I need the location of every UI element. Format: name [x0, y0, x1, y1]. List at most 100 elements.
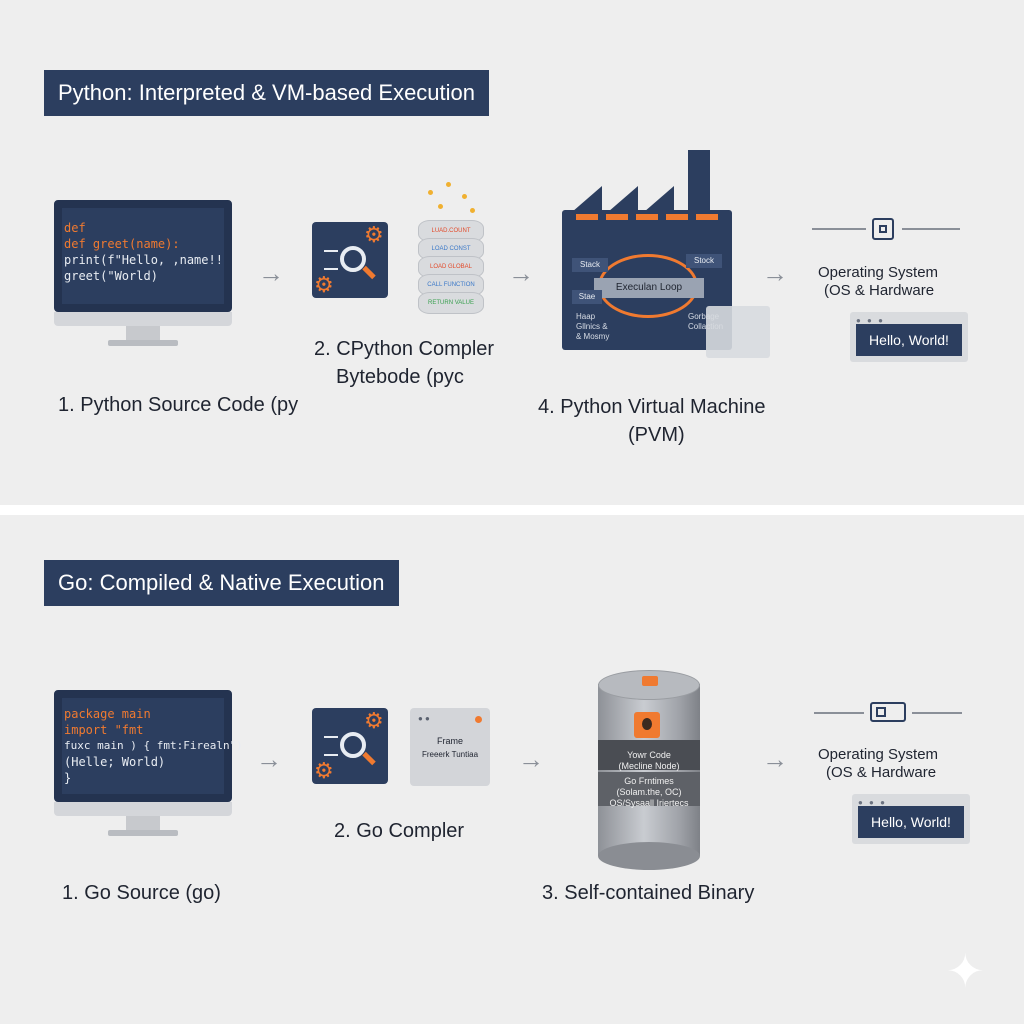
os-line	[814, 712, 864, 714]
magnifier-handle	[362, 751, 376, 766]
factory-stripe	[576, 214, 718, 220]
window-dots: ● ● ●	[858, 798, 887, 807]
binary-text: OS/Sysaall Iriertecs	[609, 798, 689, 808]
os-line	[812, 228, 866, 230]
gc-label: Gorbage	[688, 312, 720, 321]
flow-arrow-icon: →	[762, 258, 788, 288]
python-step4-sublabel: (PVM)	[628, 424, 685, 446]
gopher-icon	[634, 712, 660, 738]
sparkle-icon	[438, 204, 443, 209]
gear-icon: ⚙	[364, 222, 384, 247]
go-title: Go: Compiled & Native Execution	[44, 560, 399, 606]
sparkle-icon	[462, 194, 467, 199]
cylinder-band	[598, 740, 700, 770]
window-dot	[475, 716, 482, 723]
sparkle-icon	[446, 182, 451, 187]
flow-arrow-icon: →	[256, 744, 282, 774]
monitor-bezel	[54, 312, 232, 326]
chip-icon	[872, 218, 894, 240]
binary-text: (Solam.the, OC)	[616, 787, 682, 797]
execution-loop-label: Execulan Loop	[594, 278, 704, 298]
stack-box: Stack	[572, 258, 608, 272]
gear-icon: ⚙	[364, 708, 384, 733]
cylinder-bottom	[598, 842, 700, 870]
os-sublabel: (OS & Hardware	[824, 282, 935, 299]
python-step4-label: 4. Python Virtual Machine	[538, 396, 766, 418]
window-dots: ● ●	[418, 714, 430, 723]
heap-label: Gllnics &	[576, 322, 608, 331]
garbage-collector-icon	[706, 306, 770, 358]
go-step2-label: 2. Go Compler	[334, 820, 465, 842]
binary-text: Yowr Code	[627, 750, 671, 760]
go-step3-label: 3. Self-contained Binary	[542, 882, 755, 904]
flow-arrow-icon: →	[518, 744, 544, 774]
frame-subtitle: Freeerk Tuntiaa	[421, 750, 479, 759]
section-divider	[0, 505, 1024, 515]
sparkle-icon: ✦	[946, 945, 985, 997]
cylinder-top	[598, 670, 700, 700]
magnifier-icon	[340, 246, 366, 272]
code-line: fuxc main ) { fmt:Firealn")	[64, 739, 243, 752]
factory-chimney	[688, 150, 710, 212]
go-step1-label: 1. Go Source (go)	[62, 882, 221, 904]
output-window: ● ● ● Hello, World!	[850, 312, 968, 362]
output-text: Hello, World!	[858, 806, 964, 838]
bytecode-disk: RETURN VALUE	[418, 292, 484, 314]
os-sublabel: (OS & Hardware	[826, 764, 937, 781]
code-line: package main	[64, 707, 151, 721]
code-line: (Helle; World)	[64, 755, 166, 769]
output-window: ● ● ● Hello, World!	[852, 794, 970, 844]
code-line: def greet(name):	[64, 237, 180, 251]
factory-roof	[608, 186, 638, 212]
flow-arrow-icon: →	[762, 744, 788, 774]
hardware-icon	[870, 702, 906, 722]
framework-window: ● ● Frame Freeerk Tuntiaa	[410, 708, 490, 786]
python-title: Python: Interpreted & VM-based Execution	[44, 70, 490, 116]
code-line: greet("World)	[64, 269, 158, 283]
os-line	[912, 712, 962, 714]
factory-roof	[572, 186, 602, 212]
python-compiler-icon: ⚙ ⚙	[312, 222, 388, 298]
factory-roof	[644, 186, 674, 212]
stack-box: Stock	[686, 254, 722, 268]
monitor-neck	[126, 326, 160, 340]
os-label: Operating System	[818, 746, 939, 763]
output-text: Hello, World!	[856, 324, 962, 356]
sparkle-icon	[470, 208, 475, 213]
gopher-icon	[642, 676, 658, 686]
os-label: Operating System	[818, 264, 939, 281]
go-compiler-icon: ⚙ ⚙	[312, 708, 388, 784]
binary-text: (Mecline Node)	[618, 761, 680, 771]
monitor-neck	[126, 816, 160, 830]
python-step2-sublabel: Bytebode (pyc	[336, 366, 464, 388]
heap-label: & Mosmy	[576, 332, 610, 341]
bytecode-disk: LOAD CONST	[418, 238, 484, 260]
code-line: print(f"Hello, ,name!!	[64, 253, 223, 267]
python-step1-label: 1. Python Source Code (py	[58, 394, 299, 416]
flow-arrow-icon: →	[508, 258, 534, 288]
binary-text: Go Frntimes	[624, 776, 674, 786]
window-dots: ● ● ●	[856, 316, 885, 325]
code-line: def	[64, 221, 86, 235]
magnifier-icon	[340, 732, 366, 758]
code-lines-icon	[324, 736, 338, 756]
code-lines-icon	[324, 250, 338, 270]
gc-label: Collaction	[688, 322, 723, 331]
code-line: import "fmt	[64, 723, 144, 737]
heap-label: Haap	[576, 312, 596, 321]
flow-arrow-icon: →	[258, 258, 284, 288]
gear-icon: ⚙	[314, 272, 334, 297]
cylinder-band	[598, 772, 700, 806]
code-line: }	[64, 771, 72, 785]
stack-box: Stae	[572, 290, 602, 304]
gear-icon: ⚙	[314, 758, 334, 783]
sparkle-icon	[428, 190, 433, 195]
magnifier-handle	[362, 265, 376, 280]
os-line	[902, 228, 960, 230]
monitor-screen	[54, 200, 232, 312]
monitor-screen	[54, 690, 232, 802]
monitor-foot	[108, 340, 178, 346]
python-step2-label: 2. CPython Compler	[314, 338, 495, 360]
monitor-foot	[108, 830, 178, 836]
frame-title: Frame	[436, 736, 463, 746]
